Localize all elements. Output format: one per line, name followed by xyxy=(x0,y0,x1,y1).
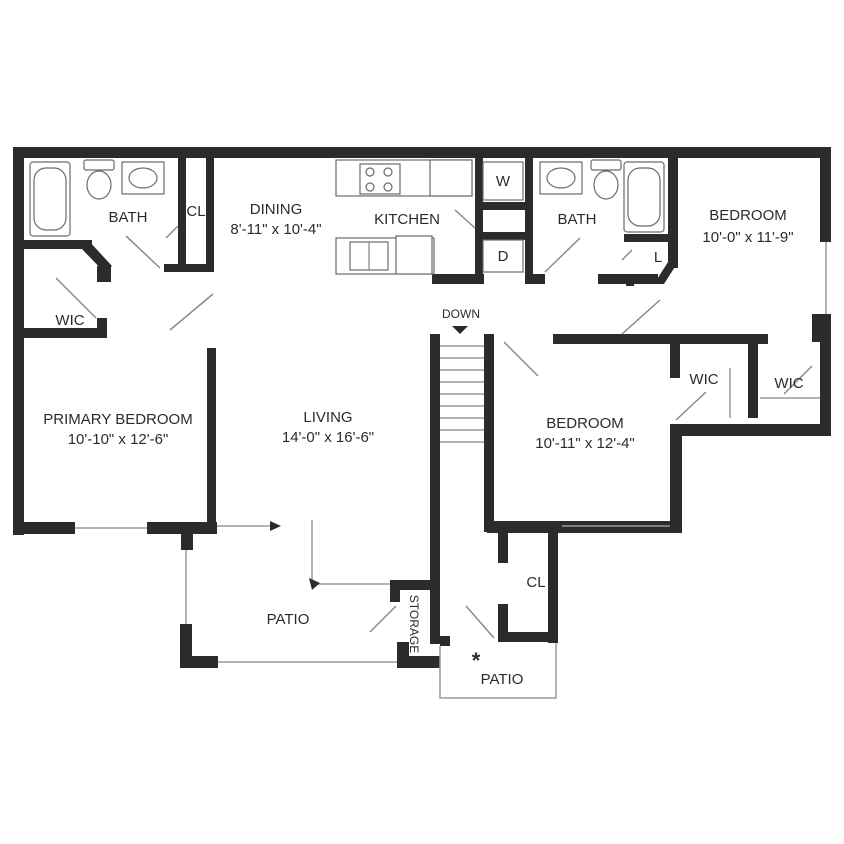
living-name-label: LIVING xyxy=(303,409,352,426)
asterisk-marker: * xyxy=(472,648,481,673)
stairs xyxy=(440,326,484,443)
bedroom-ne-name-label: BEDROOM xyxy=(709,207,787,224)
closet-left-label: CL xyxy=(186,203,205,220)
bath-right-label: BATH xyxy=(558,211,597,228)
down-label: DOWN xyxy=(442,307,480,321)
wic-left-label: WIC xyxy=(55,312,84,329)
dining-size-label: 8'-11" x 10'-4" xyxy=(230,221,321,238)
closet-bottom-label: CL xyxy=(526,574,545,591)
patio-railings xyxy=(185,520,557,699)
bedroom-se-size-label: 10'-11" x 12'-4" xyxy=(535,435,635,452)
storage-label: STORAGE xyxy=(407,595,421,653)
washer-label: W xyxy=(496,173,511,190)
left-bath-fixtures xyxy=(29,159,165,237)
kitchen-fixtures xyxy=(335,159,524,275)
wic-right-label: WIC xyxy=(774,375,803,392)
kitchen-label: KITCHEN xyxy=(374,211,440,228)
interior-walls xyxy=(24,158,821,668)
dining-name-label: DINING xyxy=(250,201,303,218)
bath-left-label: BATH xyxy=(109,209,148,226)
right-bath-fixtures xyxy=(539,159,665,233)
primary-bedroom-name-label: PRIMARY BEDROOM xyxy=(43,411,192,428)
primary-bedroom-size-label: 10'-10" x 12'-6" xyxy=(68,431,169,448)
wic-mid-label: WIC xyxy=(689,371,718,388)
patio-right-label: PATIO xyxy=(481,671,524,688)
living-size-label: 14'-0" x 16'-6" xyxy=(282,429,374,446)
dryer-label: D xyxy=(498,248,509,265)
windows xyxy=(75,242,827,529)
doors xyxy=(55,209,820,639)
patio-left-label: PATIO xyxy=(267,611,310,628)
linen-label: L xyxy=(654,249,662,266)
room-labels: BATH CL DINING 8'-11" x 10'-4" KITCHEN W… xyxy=(43,173,803,688)
bedroom-se-name-label: BEDROOM xyxy=(546,415,624,432)
exterior-walls xyxy=(13,147,831,535)
bedroom-ne-size-label: 10'-0" x 11'-9" xyxy=(702,229,793,246)
